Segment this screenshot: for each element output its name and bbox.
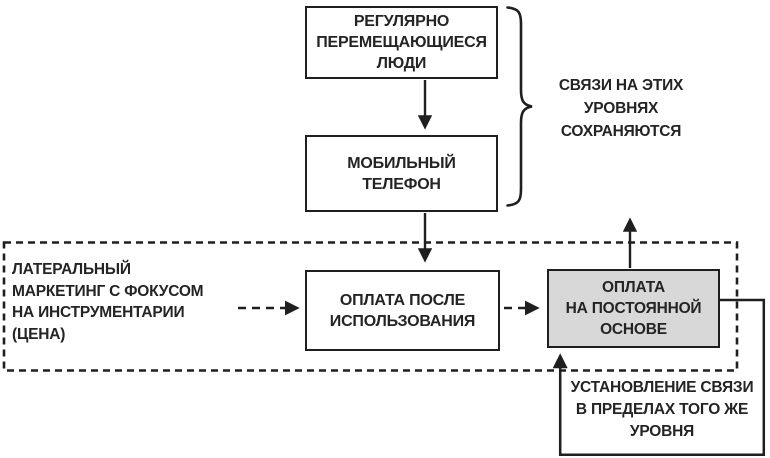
node-pay-permanent-label: ОПЛАТА НА ПОСТОЯННОЙ ОСНОВЕ (565, 279, 702, 338)
node-pay-after-use-label: ОПЛАТА ПОСЛЕ ИСПОЛЬЗОВАНИЯ (329, 291, 476, 330)
annotation-lateral-marketing-label: ЛАТЕРАЛЬНЫЙ МАРКЕТИНГ С ФОКУСОМ НА ИНСТР… (12, 261, 204, 343)
annotation-levels-preserved: СВЯЗИ НА ЭТИХ УРОВНЯХ СОХРАНЯЮТСЯ (533, 74, 709, 143)
annotation-levels-preserved-label: СВЯЗИ НА ЭТИХ УРОВНЯХ СОХРАНЯЮТСЯ (558, 77, 684, 140)
curly-brace (506, 6, 533, 207)
annotation-same-level-link: УСТАНОВЛЕНИЕ СВЯЗИ В ПРЕДЕЛАХ ТОГО ЖЕ УР… (561, 377, 763, 443)
node-pay-permanent: ОПЛАТА НА ПОСТОЯННОЙ ОСНОВЕ (547, 269, 720, 348)
node-mobile-phone: МОБИЛЬНЫЙ ТЕЛЕФОН (305, 135, 498, 212)
node-regular-movers-label: РЕГУЛЯРНО ПЕРЕМЕЩАЮЩИЕСЯ ЛЮДИ (316, 13, 487, 72)
node-pay-after-use: ОПЛАТА ПОСЛЕ ИСПОЛЬЗОВАНИЯ (305, 270, 500, 351)
node-regular-movers: РЕГУЛЯРНО ПЕРЕМЕЩАЮЩИЕСЯ ЛЮДИ (305, 6, 498, 79)
same-level-loop-line (552, 298, 766, 457)
annotation-lateral-marketing: ЛАТЕРАЛЬНЫЙ МАРКЕТИНГ С ФОКУСОМ НА ИНСТР… (12, 259, 262, 345)
dashed-frame (2, 241, 739, 372)
node-mobile-phone-label: МОБИЛЬНЫЙ ТЕЛЕФОН (347, 154, 456, 193)
annotation-same-level-link-label: УСТАНОВЛЕНИЕ СВЯЗИ В ПРЕДЕЛАХ ТОГО ЖЕ УР… (570, 379, 754, 440)
